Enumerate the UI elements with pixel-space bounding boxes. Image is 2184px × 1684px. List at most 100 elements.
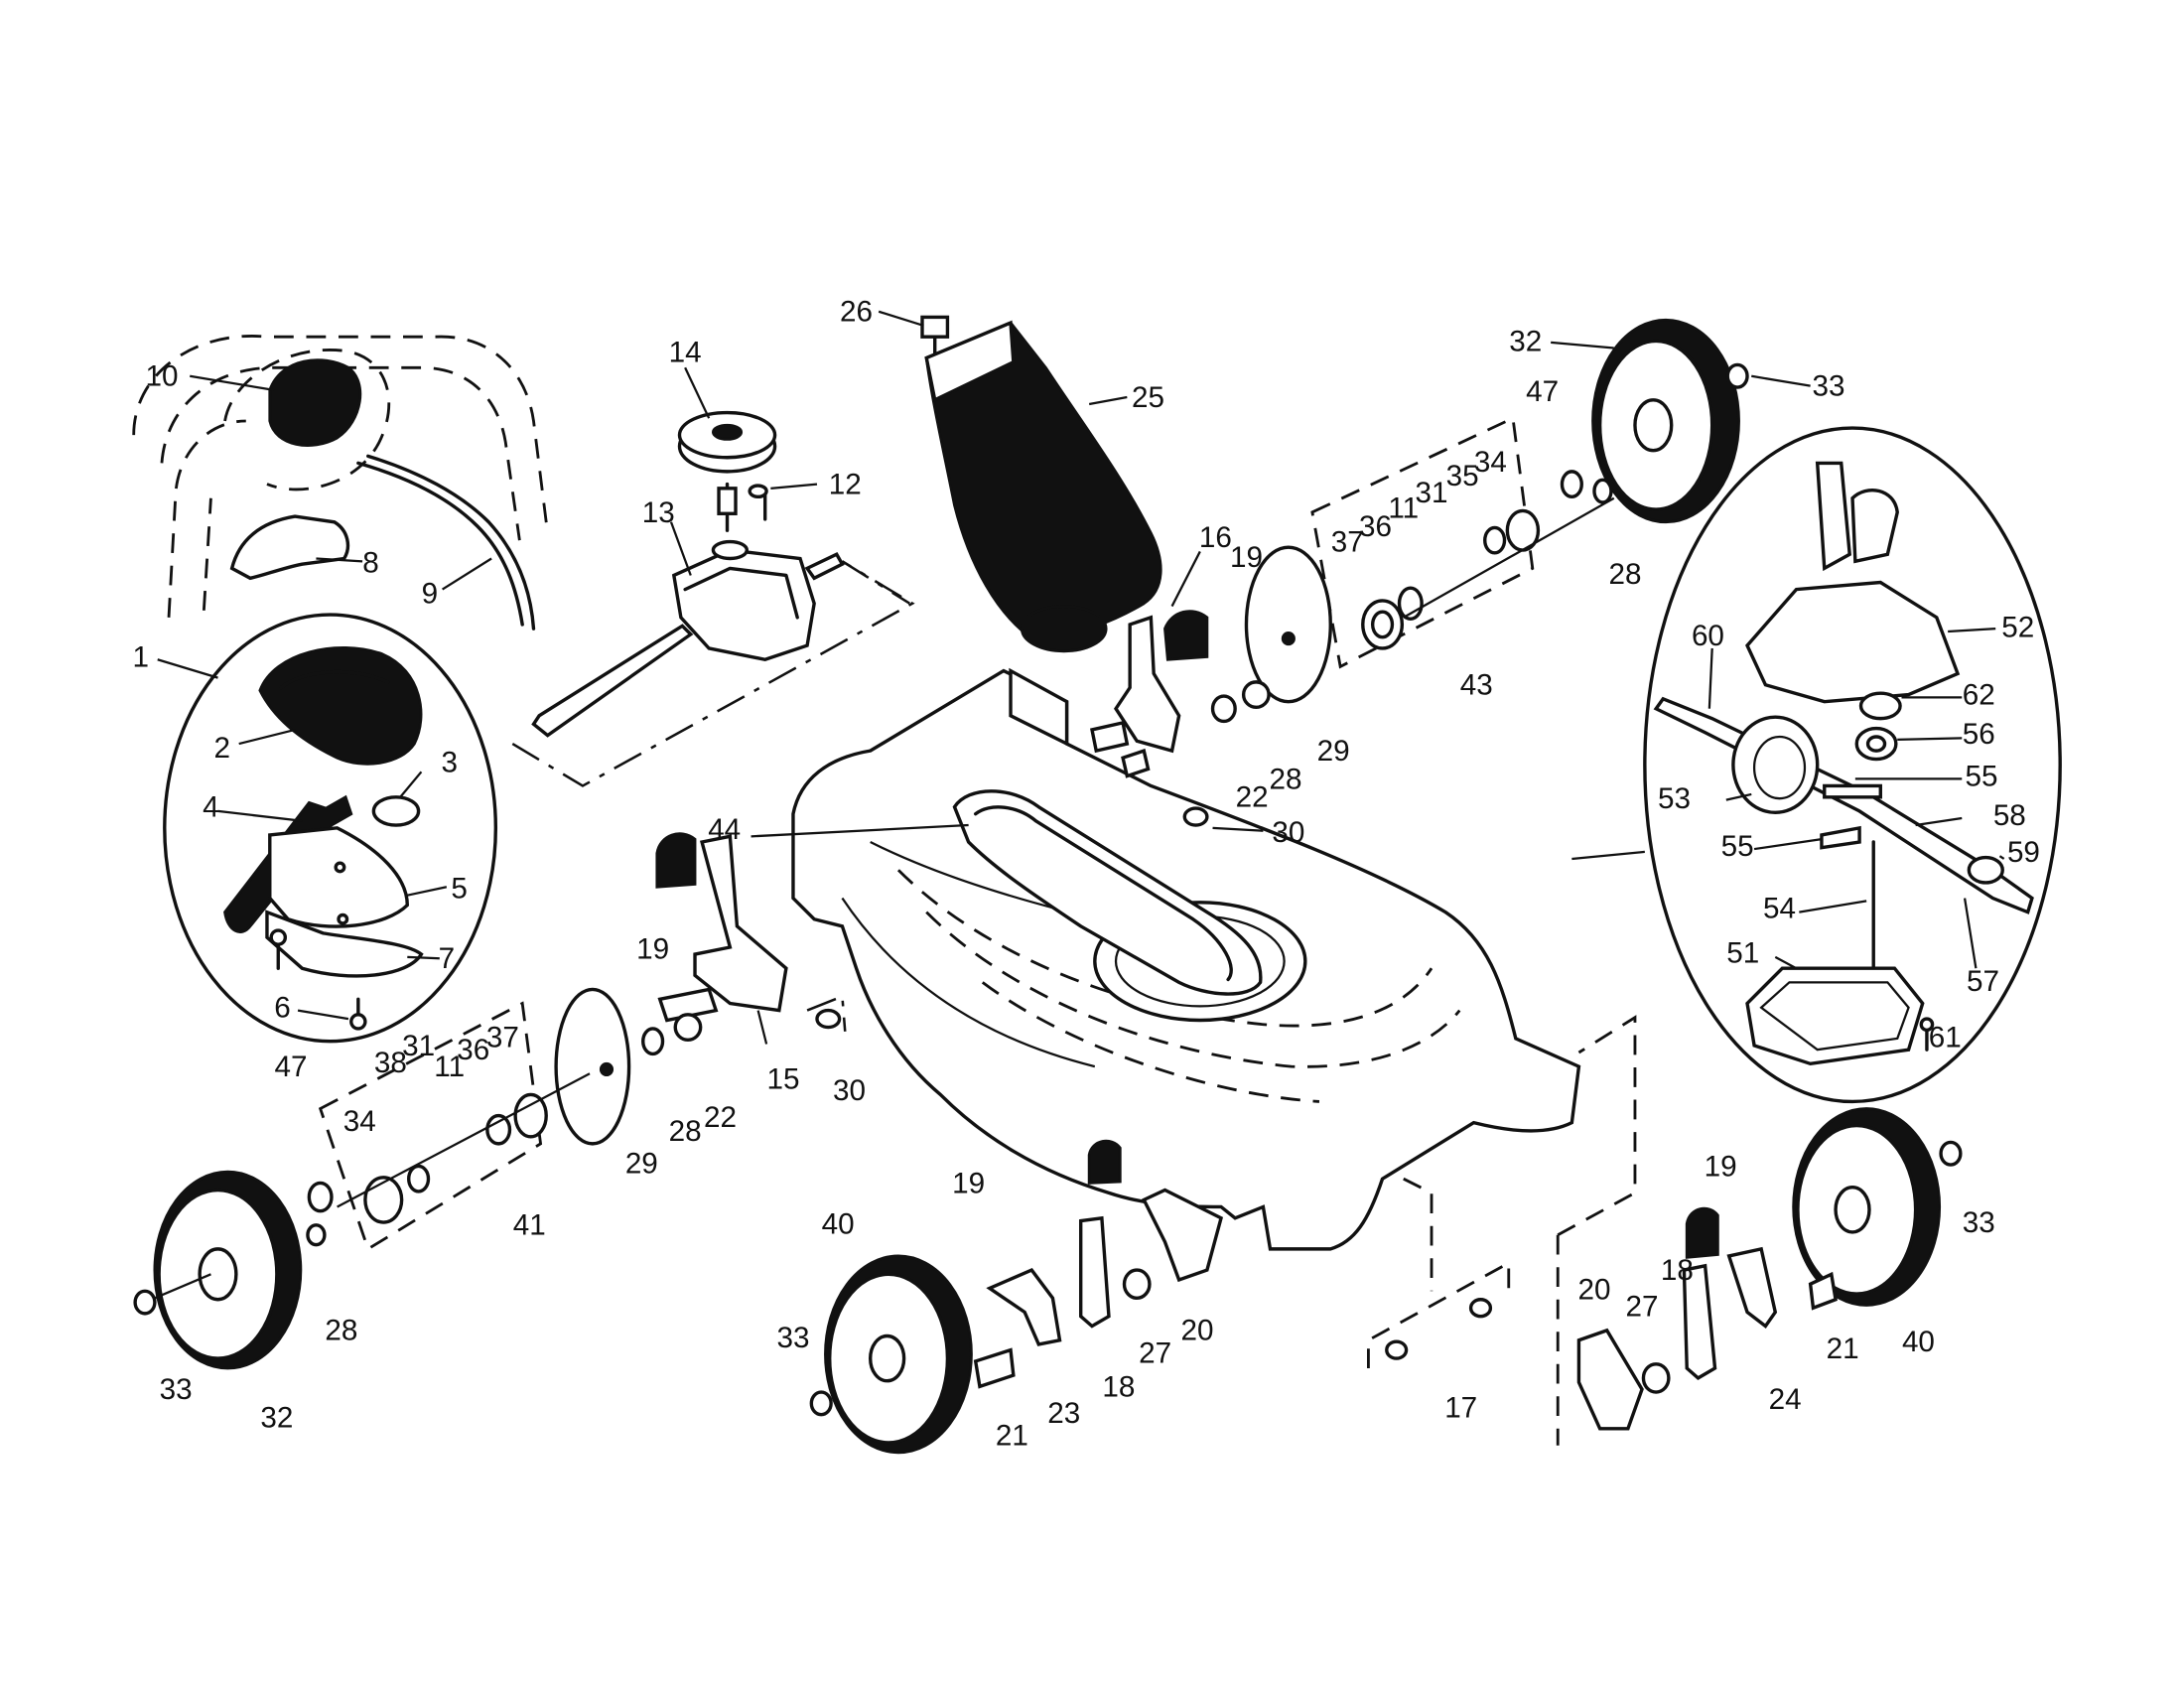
callout-25: 25: [1132, 381, 1164, 414]
left-wheel-drive-kit: [306, 1001, 591, 1251]
callout-37: 37: [486, 1021, 519, 1053]
callout-28: 28: [669, 1115, 702, 1148]
knob-part-19-front: [1087, 1139, 1122, 1185]
callout-40: 40: [822, 1207, 855, 1240]
transmission-assembly: [511, 366, 915, 787]
callout-38: 38: [374, 1047, 407, 1079]
gear-housing-part-51: [1745, 966, 1925, 1066]
callout-9: 9: [422, 578, 439, 611]
rear-right-wheel-part-32: [1551, 318, 1811, 524]
callout-40: 40: [1902, 1326, 1935, 1358]
callout-53: 53: [1658, 782, 1691, 815]
callout-19: 19: [1230, 541, 1263, 574]
bracket-part-23: [986, 1267, 1062, 1346]
callout-7: 7: [439, 942, 456, 975]
bracket-part-15: [693, 834, 788, 1013]
callout-55: 55: [1721, 830, 1754, 863]
callout-31: 31: [402, 1030, 435, 1062]
callout-3: 3: [441, 746, 458, 778]
detail-circle-1: [157, 613, 498, 1044]
callout-33: 33: [1963, 1206, 1995, 1239]
front-left-wheel-part-40: [809, 1254, 973, 1455]
callout-47: 47: [1526, 375, 1559, 408]
gear-part-53: [1731, 715, 1820, 815]
callout-28: 28: [325, 1315, 357, 1347]
callout-16: 16: [1199, 521, 1232, 554]
knob-part-19-right: [1685, 1206, 1719, 1259]
right-wheel-drive-kit: [1310, 416, 1615, 669]
knob-part-19-left: [655, 832, 697, 889]
lever-part-18-left: [1078, 1215, 1111, 1329]
callout-14: 14: [669, 337, 702, 369]
detail-circle-13-gearbox: [1571, 426, 2062, 1104]
callout-35: 35: [1446, 460, 1479, 492]
callout-29: 29: [1317, 735, 1350, 768]
adjuster-plate-part-20-left: [1141, 1188, 1224, 1283]
callout-4: 4: [203, 791, 219, 824]
nut-part-17: [1367, 1260, 1511, 1368]
callout-33: 33: [1813, 370, 1845, 403]
lever-part-18-right: [1682, 1263, 1717, 1380]
bracket-part-16: [1113, 615, 1181, 754]
callout-12: 12: [829, 468, 862, 500]
callout-19: 19: [952, 1167, 985, 1199]
front-right-wheel-part-40: [1792, 1107, 1963, 1307]
callout-20: 20: [1181, 1315, 1214, 1347]
callout-18: 18: [1661, 1254, 1694, 1287]
cap-part-3: [371, 795, 421, 827]
callout-15: 15: [767, 1063, 800, 1096]
callout-22: 22: [704, 1101, 737, 1134]
axle-shaft: [531, 624, 694, 738]
callout-59: 59: [2007, 836, 2040, 869]
control-cable-part-9: [356, 461, 524, 627]
callout-54: 54: [1763, 892, 1796, 924]
callout-18: 18: [1102, 1370, 1135, 1403]
callout-11: 11: [1388, 492, 1419, 525]
callout-60: 60: [1692, 620, 1724, 652]
plate-part-5: [268, 826, 409, 928]
callout-37: 37: [1331, 525, 1364, 558]
callout-32: 32: [260, 1401, 293, 1434]
shroud-part-2: [258, 646, 423, 766]
callout-30: 30: [833, 1074, 866, 1107]
callout-8: 8: [362, 547, 379, 580]
callout-31: 31: [1416, 477, 1448, 509]
callout-10: 10: [145, 360, 178, 393]
callout-34: 34: [343, 1105, 376, 1138]
bail-bracket-part-8: [229, 514, 350, 581]
bail-knob-part-10: [268, 358, 362, 447]
callout-26: 26: [840, 296, 873, 329]
callout-28: 28: [1609, 558, 1642, 591]
callout-57: 57: [1967, 965, 1999, 998]
callout-44: 44: [708, 813, 741, 846]
front-right-height-adjuster: [1556, 1015, 1838, 1446]
callout-27: 27: [1626, 1291, 1659, 1324]
callout-30: 30: [1272, 816, 1304, 849]
callout-2: 2: [213, 732, 230, 765]
callout-34: 34: [1474, 446, 1507, 479]
shaft-seal-part-62: [1858, 691, 1902, 721]
left-height-adjuster: [554, 832, 847, 1146]
adjuster-plate-part-20-right: [1576, 1328, 1644, 1431]
callout-47: 47: [274, 1051, 307, 1083]
callout-58: 58: [1993, 799, 2026, 832]
wheel-plate-part-29-right: [1244, 545, 1332, 704]
callout-1: 1: [133, 640, 150, 673]
callout-52: 52: [2001, 612, 2034, 644]
callout-5: 5: [451, 873, 468, 906]
callout-27: 27: [1139, 1336, 1171, 1369]
callout-32: 32: [1509, 325, 1542, 357]
callout-36: 36: [1359, 510, 1392, 543]
callout-62: 62: [1963, 678, 1995, 711]
callout-11: 11: [434, 1051, 465, 1083]
gear-case-part-52: [1745, 580, 1961, 704]
right-upper-height-adjuster: [1090, 545, 1332, 832]
callout-6: 6: [274, 992, 291, 1025]
plate-part-7: [265, 910, 424, 978]
callout-19: 19: [1705, 1150, 1737, 1183]
callout-20: 20: [1577, 1274, 1610, 1307]
front-left-height-adjuster: [973, 1139, 1224, 1389]
bracket-part-24: [1726, 1246, 1778, 1330]
